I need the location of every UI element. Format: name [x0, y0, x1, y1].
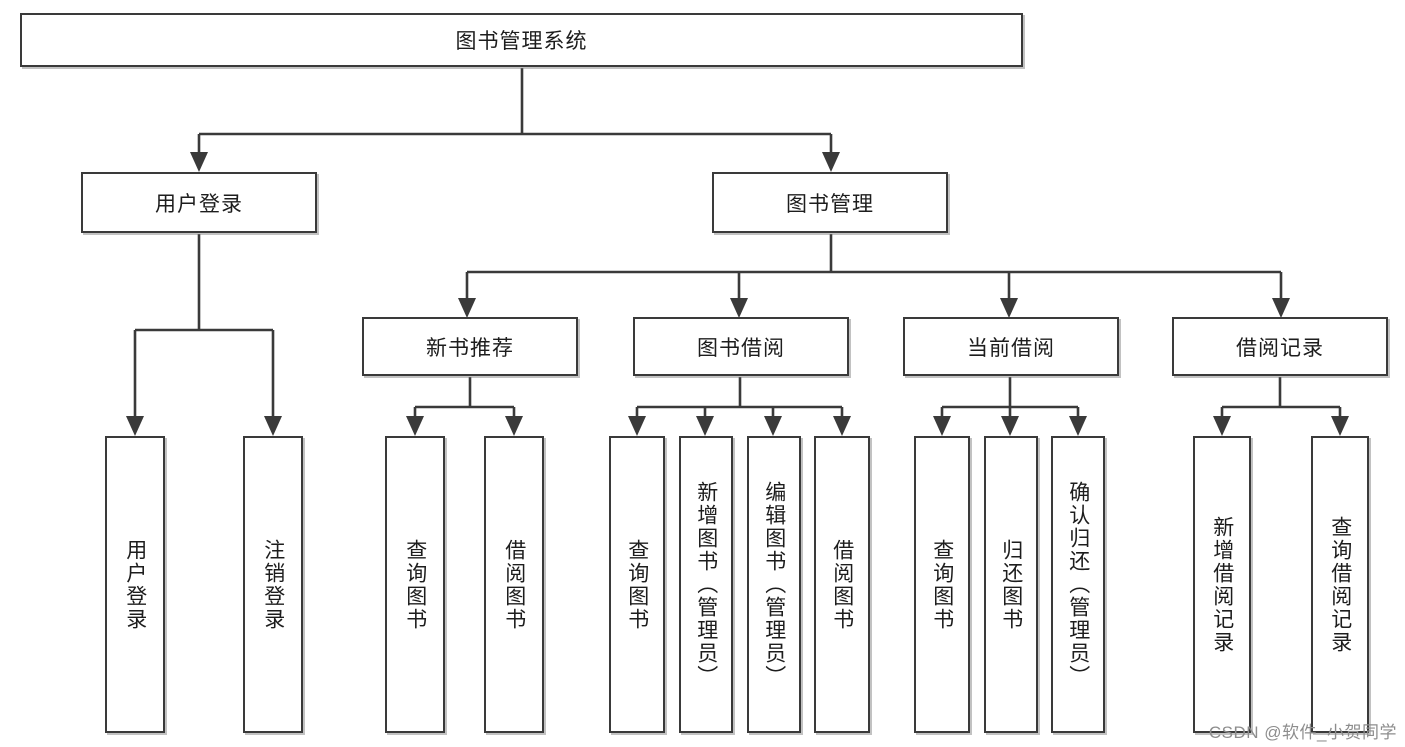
node-leaf-return-book[interactable]: 归还图书 [984, 436, 1038, 733]
node-label: 用户登录 [155, 192, 243, 216]
node-label: 新增借阅记录 [1210, 515, 1234, 654]
node-label: 编辑图书（管理员） [762, 481, 786, 688]
node-leaf-edit-book-admin[interactable]: 编辑图书（管理员） [747, 436, 801, 733]
node-label: 用户登录 [123, 538, 147, 631]
node-leaf-confirm-return-admin[interactable]: 确认归还（管理员） [1051, 436, 1105, 733]
node-label: 查询图书 [930, 538, 954, 631]
node-label: 查询图书 [403, 538, 427, 631]
node-label: 新书推荐 [426, 336, 514, 360]
node-label: 图书管理 [786, 192, 874, 216]
node-user-login[interactable]: 用户登录 [81, 172, 317, 233]
node-leaf-query-book-borrow[interactable]: 查询图书 [609, 436, 665, 733]
node-label: 图书管理系统 [455, 30, 588, 53]
node-label: 注销登录 [261, 538, 285, 631]
node-leaf-add-book-admin[interactable]: 新增图书（管理员） [679, 436, 733, 733]
node-leaf-query-book-recommend[interactable]: 查询图书 [385, 436, 445, 733]
node-leaf-borrow-book-recommend[interactable]: 借阅图书 [484, 436, 544, 733]
node-root-book-management-system[interactable]: 图书管理系统 [20, 13, 1023, 67]
node-label: 查询借阅记录 [1328, 515, 1352, 654]
node-leaf-borrow-book-borrow[interactable]: 借阅图书 [814, 436, 870, 733]
node-label: 借阅图书 [502, 538, 526, 631]
node-label: 归还图书 [999, 538, 1023, 631]
node-new-book-recommend[interactable]: 新书推荐 [362, 317, 578, 376]
node-label: 借阅记录 [1236, 336, 1324, 360]
node-leaf-query-borrow-record[interactable]: 查询借阅记录 [1311, 436, 1369, 733]
node-label: 借阅图书 [830, 538, 854, 631]
node-book-management[interactable]: 图书管理 [712, 172, 948, 233]
node-leaf-add-borrow-record[interactable]: 新增借阅记录 [1193, 436, 1251, 733]
node-label: 图书借阅 [697, 336, 785, 360]
node-label: 查询图书 [625, 538, 649, 631]
node-current-borrow[interactable]: 当前借阅 [903, 317, 1119, 376]
node-label: 新增图书（管理员） [694, 481, 718, 688]
node-label: 确认归还（管理员） [1066, 481, 1090, 688]
node-leaf-logout-login[interactable]: 注销登录 [243, 436, 303, 733]
node-leaf-query-book-current[interactable]: 查询图书 [914, 436, 970, 733]
node-borrow-record[interactable]: 借阅记录 [1172, 317, 1388, 376]
node-book-borrow[interactable]: 图书借阅 [633, 317, 849, 376]
node-label: 当前借阅 [967, 336, 1055, 360]
csdn-watermark: CSDN @软件_小贺同学 [1208, 723, 1397, 742]
node-leaf-user-login[interactable]: 用户登录 [105, 436, 165, 733]
